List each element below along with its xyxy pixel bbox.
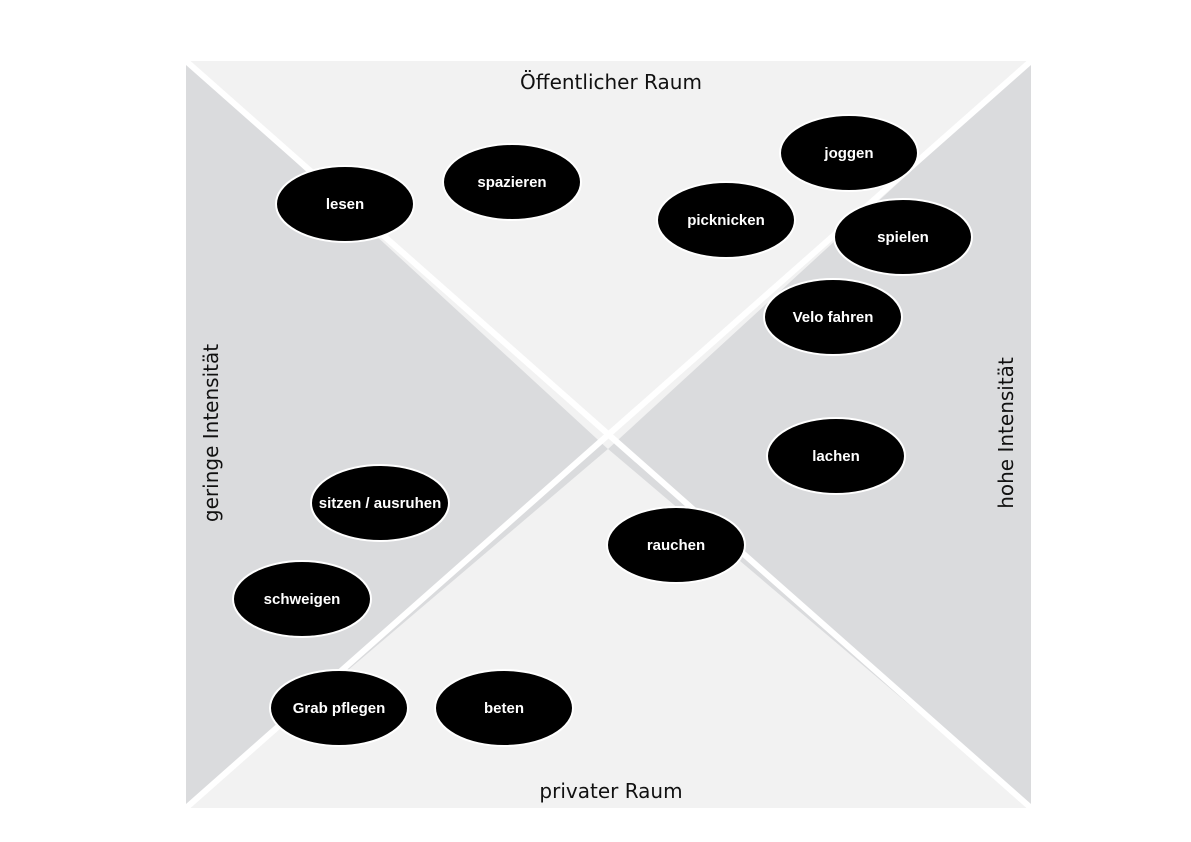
activity-label: joggen	[823, 145, 873, 162]
axis-label-top: Öffentlicher Raum	[520, 70, 702, 94]
activity-picknicken: picknicken	[656, 181, 796, 259]
activity-lachen: lachen	[766, 417, 906, 495]
activity-beten: beten	[434, 669, 574, 747]
axis-label-bottom: privater Raum	[539, 779, 682, 803]
activity-schweigen: schweigen	[232, 560, 372, 638]
activity-bubble	[442, 143, 582, 221]
activity-label: rauchen	[647, 537, 705, 554]
activity-grab-pflegen: Grab pflegen	[269, 669, 409, 747]
activity-joggen: joggen	[779, 114, 919, 192]
activity-bubble	[232, 560, 372, 638]
activity-label: schweigen	[264, 591, 341, 608]
activity-bubble	[766, 417, 906, 495]
activity-label: picknicken	[687, 212, 765, 229]
activity-rauchen: rauchen	[606, 506, 746, 584]
axis-label-left: geringe Intensität	[199, 344, 223, 522]
activity-label: lesen	[326, 196, 364, 213]
activity-label: spielen	[877, 229, 929, 246]
activity-spielen: spielen	[833, 198, 973, 276]
activity-spazieren: spazieren	[442, 143, 582, 221]
axis-label-right: hohe Intensität	[994, 357, 1018, 509]
activity-bubble	[275, 165, 415, 243]
activity-label: Velo fahren	[793, 309, 874, 326]
activity-lesen: lesen	[275, 165, 415, 243]
activity-label: lachen	[812, 448, 860, 465]
activity-bubble	[656, 181, 796, 259]
activity-label: beten	[484, 700, 524, 717]
activity-label: Grab pflegen	[293, 700, 386, 717]
activity-label: spazieren	[477, 174, 546, 191]
activity-bubble	[763, 278, 903, 356]
activity-velo-fahren: Velo fahren	[763, 278, 903, 356]
activity-bubble	[434, 669, 574, 747]
activity-bubble	[269, 669, 409, 747]
activity-bubble	[310, 464, 450, 542]
activity-label: sitzen / ausruhen	[319, 495, 442, 512]
activity-bubble	[779, 114, 919, 192]
activity-bubble	[606, 506, 746, 584]
activity-sitzen-ausruhen: sitzen / ausruhen	[310, 464, 450, 542]
activity-bubble	[833, 198, 973, 276]
